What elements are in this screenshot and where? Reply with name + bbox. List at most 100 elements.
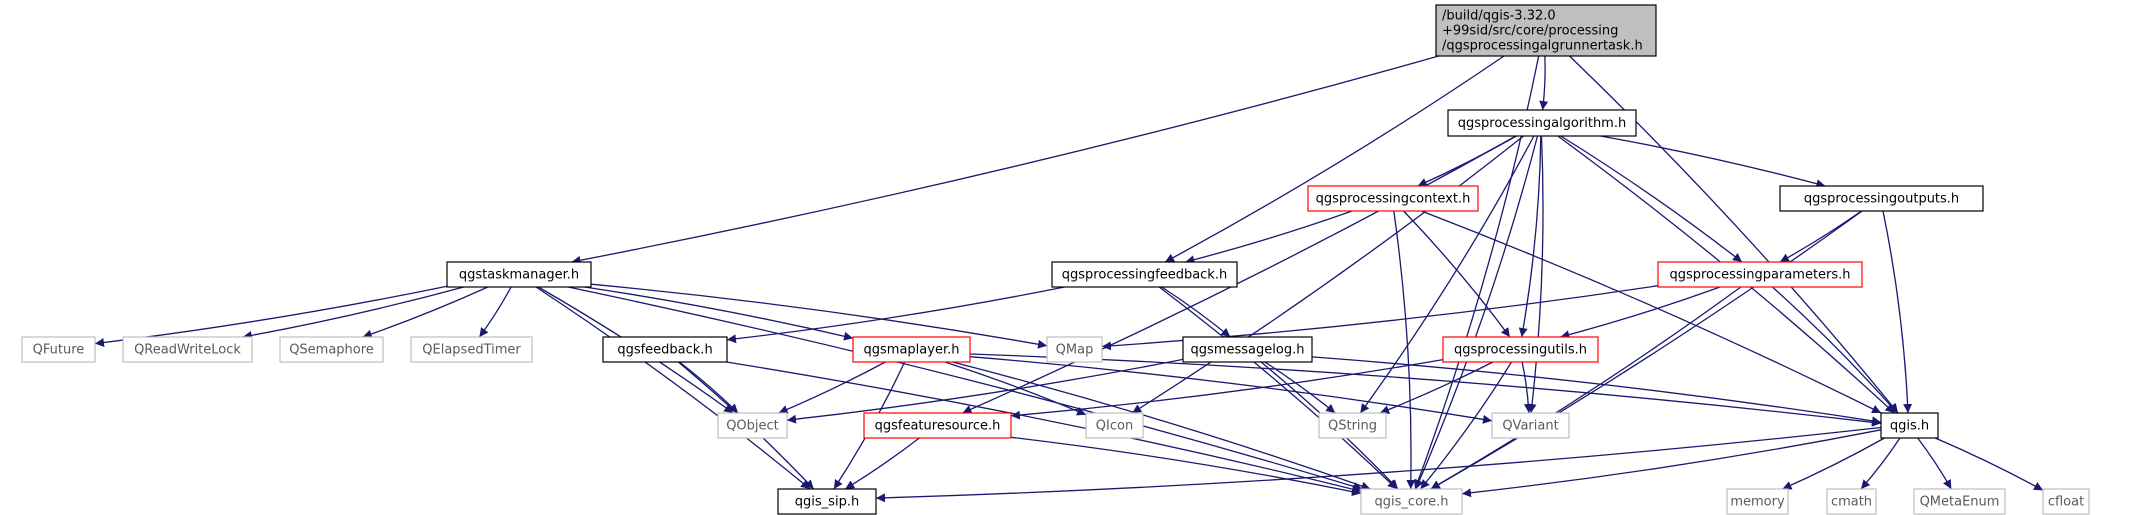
node-qgissip[interactable]: qgis_sip.h (777, 488, 877, 515)
edge-algorithm-to-qicon (1131, 135, 1525, 414)
node-algorithm[interactable]: qgsprocessingalgorithm.h (1447, 109, 1637, 137)
edge-taskmanager-to-qmap (590, 283, 1048, 349)
node-utils[interactable]: qgsprocessingutils.h (1442, 336, 1599, 363)
edge-taskmanager-to-qgiscore (567, 286, 1363, 491)
node-qstring[interactable]: QString (1318, 412, 1387, 439)
node-parameters[interactable]: qgsprocessingparameters.h (1657, 261, 1863, 288)
node-feedback[interactable]: qgsprocessingfeedback.h (1051, 261, 1238, 288)
node-box-outputs (1779, 185, 1984, 212)
node-box-qstring (1318, 412, 1387, 439)
node-qicon[interactable]: QIcon (1085, 412, 1144, 439)
node-label-qgiscore: qgis_core.h (1375, 495, 1449, 510)
edge-feedback-to-messagelog (1161, 286, 1231, 338)
node-cfloat[interactable]: cfloat (2042, 488, 2090, 515)
node-label-qmetaenum: QMetaEnum (1920, 495, 2000, 510)
edge-taskmanager-to-maplayer (584, 286, 854, 341)
node-qgsfeedback[interactable]: qgsfeedback.h (602, 336, 728, 363)
node-box-root (1435, 4, 1657, 57)
edge-qgsfeedback-to-qgiscore (726, 361, 1362, 494)
node-label-algorithm: qgsprocessingalgorithm.h (1458, 116, 1626, 131)
node-qobject[interactable]: QObject (717, 412, 788, 439)
node-qvariant[interactable]: QVariant (1491, 412, 1570, 439)
node-box-qmetaenum (1913, 488, 2006, 515)
node-label-context: qgsprocessingcontext.h (1316, 192, 1471, 207)
node-box-qrwlock (122, 336, 253, 363)
edge-algorithm-to-qstring (1359, 135, 1535, 414)
edge-context-to-qgiscore (1393, 210, 1416, 490)
node-box-messagelog (1182, 336, 1313, 363)
node-box-featuresource (863, 412, 1012, 439)
node-label-root-line-2: +99sid/src/core/processing (1442, 24, 1618, 39)
node-outputs[interactable]: qgsprocessingoutputs.h (1779, 185, 1984, 212)
node-box-qmap (1046, 336, 1103, 363)
node-label-feedback: qgsprocessingfeedback.h (1062, 268, 1227, 283)
edge-root-to-qgis (1569, 55, 1899, 414)
node-qmetaenum[interactable]: QMetaEnum (1913, 488, 2006, 515)
node-context[interactable]: qgsprocessingcontext.h (1307, 185, 1479, 212)
edge-outputs-to-qgis (1882, 210, 1913, 414)
node-qmap[interactable]: QMap (1046, 336, 1103, 363)
edge-qgis-to-cmath (1860, 437, 1901, 490)
node-box-qgsfeedback (602, 336, 728, 363)
edge-featuresource-to-qgissip (844, 437, 920, 490)
edge-root-to-feedback (1164, 55, 1505, 263)
edge-algorithm-to-utils (1518, 135, 1542, 338)
node-label-cfloat: cfloat (2048, 495, 2084, 510)
node-label-qicon: QIcon (1096, 419, 1133, 434)
edge-qgis-to-qgiscore (1461, 429, 1882, 498)
edge-maplayer-to-qgis (969, 353, 1882, 427)
node-box-qgiscore (1360, 488, 1463, 515)
node-qgiscore[interactable]: qgis_core.h (1360, 488, 1463, 515)
node-label-qobject: QObject (726, 419, 779, 434)
node-label-qelapsed: QElapsedTimer (422, 343, 521, 358)
node-label-featuresource: qgsfeaturesource.h (875, 419, 1001, 434)
edge-utils-to-featuresource (1010, 358, 1444, 420)
node-maplayer[interactable]: qgsmaplayer.h (852, 336, 971, 363)
edge-maplayer-to-qvariant (969, 356, 1493, 424)
node-box-qgissip (777, 488, 877, 515)
node-box-cmath (1826, 488, 1877, 515)
node-messagelog[interactable]: qgsmessagelog.h (1182, 336, 1313, 363)
node-label-memory: memory (1730, 495, 1785, 510)
node-box-utils (1442, 336, 1599, 363)
edge-taskmanager-to-qelapsed (478, 286, 512, 338)
node-label-qgissip: qgis_sip.h (795, 495, 859, 510)
node-qsemaphore[interactable]: QSemaphore (279, 336, 384, 363)
node-label-qstring: QString (1328, 419, 1377, 434)
edge-feedback-to-qgiscore (1158, 286, 1398, 490)
node-box-qgis (1880, 412, 1939, 439)
node-root[interactable]: /build/qgis-3.32.0+99sid/src/core/proces… (1435, 4, 1657, 57)
node-qfuture[interactable]: QFuture (21, 336, 96, 363)
node-box-qfuture (21, 336, 96, 363)
node-box-algorithm (1447, 109, 1637, 137)
edge-parameters-to-qgiscore (1430, 286, 1742, 490)
node-memory[interactable]: memory (1726, 488, 1789, 515)
node-box-qobject (717, 412, 788, 439)
node-qgis[interactable]: qgis.h (1880, 412, 1939, 439)
node-taskmanager[interactable]: qgstaskmanager.h (446, 261, 592, 288)
node-qelapsed[interactable]: QElapsedTimer (410, 336, 533, 363)
node-box-qvariant (1491, 412, 1570, 439)
node-qrwlock[interactable]: QReadWriteLock (122, 336, 253, 363)
edge-feedback-to-qgsfeedback (726, 286, 1065, 344)
node-box-qicon (1085, 412, 1144, 439)
edge-context-to-feedback (1185, 210, 1353, 265)
edge-qgsfeedback-to-qobject (679, 361, 739, 414)
node-label-qrwlock: QReadWriteLock (134, 343, 241, 358)
edge-parameters-to-qgis (1771, 286, 1898, 414)
edge-messagelog-to-qgis (1311, 356, 1882, 426)
edge-algorithm-to-outputs (1600, 135, 1826, 189)
edge-utils-to-qgiscore (1419, 361, 1513, 490)
edge-qgis-to-cfloat (1934, 437, 2044, 491)
node-label-taskmanager: qgstaskmanager.h (459, 268, 579, 283)
edge-taskmanager-to-qgissip (535, 286, 811, 490)
edge-messagelog-to-qstring (1264, 361, 1336, 414)
nodes-layer: /build/qgis-3.32.0+99sid/src/core/proces… (21, 4, 2090, 515)
node-label-qfuture: QFuture (33, 343, 85, 358)
node-featuresource[interactable]: qgsfeaturesource.h (863, 412, 1012, 439)
edge-root-to-algorithm (1539, 55, 1549, 111)
node-cmath[interactable]: cmath (1826, 488, 1877, 515)
node-label-messagelog: qgsmessagelog.h (1191, 343, 1305, 358)
edge-taskmanager-to-qrwlock (242, 286, 464, 340)
